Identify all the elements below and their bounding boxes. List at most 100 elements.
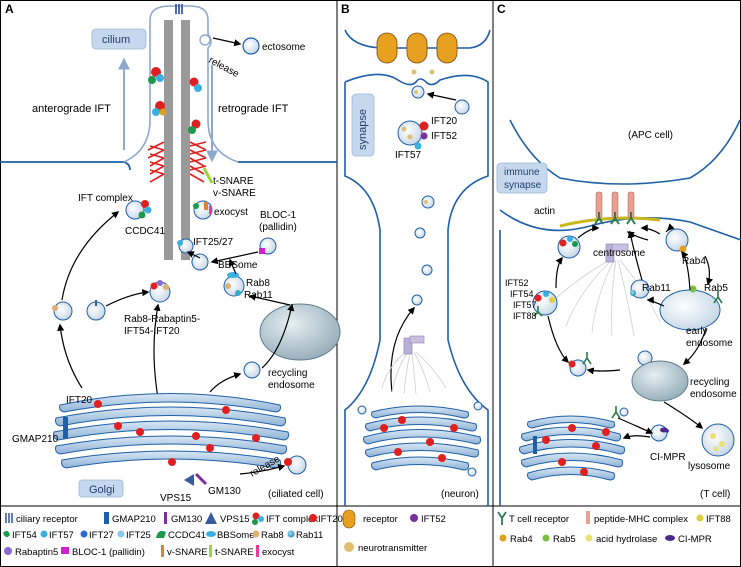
apc-label: (APC cell): [628, 130, 673, 141]
recycling-endosome-c: [631, 360, 689, 402]
legend-acid-hydrolase: acid hydrolase: [585, 534, 657, 545]
recycling-label-c-2: endosome: [690, 389, 737, 400]
ift57-label-c: IFT57: [513, 300, 537, 310]
legend-peptide-mhc: peptide-MHC complex: [586, 511, 688, 525]
svg-text:GM130: GM130: [171, 514, 202, 525]
actin-label: actin: [534, 206, 555, 217]
early-endosome: [659, 289, 721, 331]
svg-text:t-SNARE: t-SNARE: [215, 547, 254, 558]
ift52-label-c: IFT52: [505, 278, 529, 288]
svg-text:IFT57: IFT57: [49, 530, 74, 541]
legend-gmap210: GMAP210: [104, 512, 156, 525]
legend-c: T cell receptor peptide-MHC complex IFT8…: [497, 511, 731, 545]
ci-mpr-vesicle: [650, 424, 668, 442]
svg-text:Rab5: Rab5: [553, 534, 576, 545]
svg-text:Rab8: Rab8: [261, 530, 284, 541]
svg-text:Rabaptin5: Rabaptin5: [15, 547, 58, 558]
legend-rab4: Rab4: [499, 534, 533, 545]
lysosome: [701, 423, 735, 457]
ift-vesicle-b: [397, 120, 423, 146]
ift-complexes-axoneme: [148, 67, 202, 134]
bloc1-label-1: BLOC-1: [260, 210, 297, 221]
legend-t-cell-receptor: T cell receptor: [497, 511, 569, 525]
svg-text:VPS15: VPS15: [220, 514, 250, 525]
legend-exocyst: exocyst: [256, 545, 295, 558]
legend-ift20: IFT20: [309, 514, 343, 525]
bloc1-label-2: (pallidin): [259, 222, 297, 233]
panel-b: B synapse IFT20 IFT52 IFT57: [341, 2, 491, 506]
rab8-label-a: Rab8: [246, 278, 270, 289]
rab11-label-a: Rab11: [244, 290, 273, 301]
golgi-ift20-stars-a: [94, 400, 260, 466]
legend-ci-mpr: CI-MPR: [665, 534, 712, 545]
ectosome-vesicle: [242, 37, 260, 55]
ift-complex-label: IFT complex: [78, 193, 133, 204]
early-endosome-label-1: early: [686, 326, 708, 337]
neuron-outline: [344, 73, 489, 506]
svg-text:acid hydrolase: acid hydrolase: [596, 534, 657, 545]
svg-text:v-SNARE: v-SNARE: [167, 547, 208, 558]
svg-text:T cell receptor: T cell receptor: [509, 514, 569, 525]
svg-text:Rab4: Rab4: [510, 534, 533, 545]
recycling-label-a-2: endosome: [268, 380, 315, 391]
ift54-label-c: IFT54: [510, 289, 534, 299]
svg-text:CCDC41: CCDC41: [168, 530, 206, 541]
golgi-box: [78, 479, 124, 498]
vps15-label: VPS15: [160, 493, 192, 504]
vesicle-lower-right-a: [243, 361, 261, 379]
svg-text:receptor: receptor: [363, 514, 398, 525]
golgi-ift20-stars-c: [542, 424, 610, 476]
legend-ift-complex: IFT complex: [252, 512, 318, 525]
legend-bbsome: BBSome: [206, 530, 255, 541]
svg-text:peptide-MHC complex: peptide-MHC complex: [594, 514, 688, 525]
cilium-membrane: [123, 5, 239, 163]
immune-synapse-box: [496, 162, 548, 194]
release-vesicle-a: [287, 455, 307, 475]
legend-ciliary-receptor: ciliary receptor: [5, 513, 78, 525]
legend-ift88: IFT88: [696, 514, 731, 525]
legend-vps15: VPS15: [205, 512, 250, 525]
ift20-label-a: IFT20: [66, 395, 93, 406]
recycling-endosome-a: [259, 303, 341, 361]
golgi-label: Golgi: [89, 484, 115, 496]
ectosome-arrow: [212, 37, 242, 47]
legend-gm130: GM130: [164, 512, 202, 525]
cell-type-a: (ciliated cell): [268, 489, 324, 500]
svg-text:neurotransmitter: neurotransmitter: [358, 543, 427, 554]
legend-t-snare: t-SNARE: [209, 545, 254, 558]
early-endosome-label-2: endosome: [686, 338, 733, 349]
cell-type-c: (T cell): [700, 489, 730, 500]
v-snare-label: v-SNARE: [213, 188, 256, 199]
legend-rab11: Rab11: [287, 530, 323, 541]
panel-letter-b: B: [341, 2, 350, 16]
t-cell-membrane: [499, 209, 741, 506]
panel-letter-c: C: [497, 2, 506, 16]
receptors-b: [376, 32, 458, 64]
t-snare-label: t-SNARE: [213, 176, 254, 187]
ift88-label-c: IFT88: [513, 311, 537, 321]
rab11-label-c: Rab11: [642, 283, 671, 294]
ectosome-bud: [199, 34, 211, 46]
ift52-label-b: IFT52: [431, 131, 458, 142]
cilium-label: cilium: [102, 34, 130, 46]
trafficking-arrows-c: [547, 223, 714, 440]
svg-text:GMAP210: GMAP210: [112, 514, 156, 525]
vesicle-left-mid: [53, 301, 73, 321]
recycling-label-a-1: recycling: [268, 368, 307, 379]
rab4-label: Rab4: [682, 256, 706, 267]
rab4-vesicle: [665, 228, 689, 252]
legend-bloc1: BLOC-1 (pallidin): [61, 547, 145, 558]
axoneme-right: [181, 20, 190, 260]
golgi-stack-b: [363, 405, 481, 471]
actin-layer: [559, 216, 661, 228]
legend-ift57: IFT57: [40, 530, 74, 541]
apc-membrane: [509, 119, 741, 185]
rab8-complex-label-1: Rab8-Rabaptin5-: [124, 314, 200, 325]
lysosome-label: lysosome: [688, 461, 731, 472]
synapse-box: [351, 93, 375, 157]
svg-text:Rab11: Rab11: [296, 530, 323, 541]
ift2527-label: IFT25/27: [193, 237, 233, 248]
cell-type-b: (neuron): [441, 489, 479, 500]
panel-letter-a: A: [5, 2, 14, 16]
svg-text:IFT complex: IFT complex: [266, 514, 318, 525]
